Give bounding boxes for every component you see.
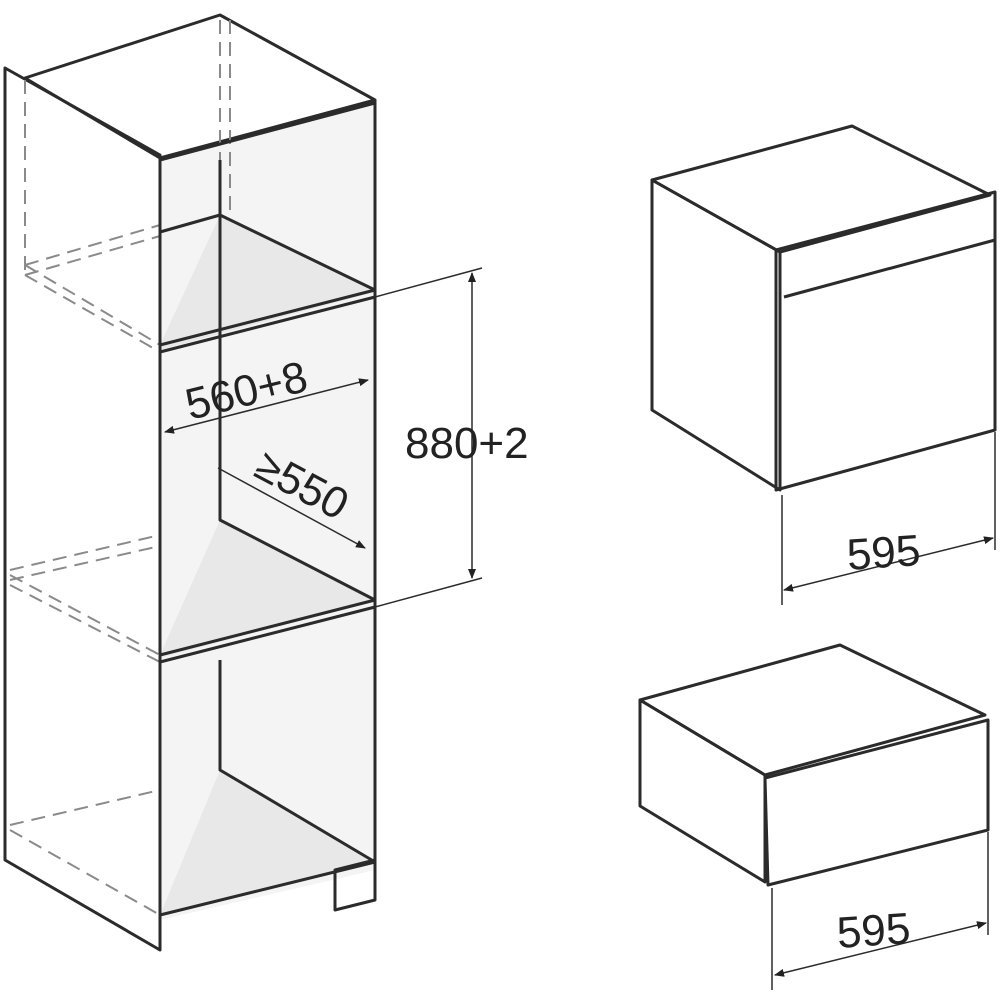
hidden-shelf-lines	[24, 224, 161, 353]
tall-cabinet	[3, 13, 377, 952]
drawer-width-arrow	[774, 921, 987, 977]
oven: 595	[650, 124, 997, 605]
drawer-side	[638, 698, 767, 884]
upper-shelf-front	[159, 295, 376, 354]
hidden-shelf-lines	[9, 534, 161, 663]
oven-width-arrow	[783, 536, 994, 592]
cabinet-left-panel	[3, 66, 162, 952]
drawer-width-label: 595	[835, 904, 912, 958]
upper-shelf	[160, 215, 375, 350]
bottom-shelf-edge	[159, 660, 377, 917]
middle-shelf-front	[159, 605, 376, 664]
top-front-edge	[159, 101, 376, 162]
oven-width-label: 595	[845, 526, 922, 580]
bottom-shelf	[160, 770, 375, 915]
warming-drawer: 595	[638, 643, 990, 990]
extension-line	[374, 267, 483, 298]
depth-arrow	[217, 467, 366, 549]
oven-control-strip	[783, 238, 996, 299]
upper-shelf-edge	[159, 213, 377, 347]
oven-top	[650, 124, 992, 254]
middle-shelf-edge	[159, 350, 377, 657]
middle-shelf	[160, 520, 375, 658]
height-label: 880+2	[405, 419, 529, 468]
plinth	[333, 858, 377, 912]
width-arrow	[164, 378, 369, 434]
oven-front	[774, 190, 997, 492]
drawer-front	[763, 718, 990, 887]
drawer-top	[638, 643, 987, 777]
extension-line	[374, 577, 483, 608]
hidden-shelf-lines	[9, 789, 161, 916]
oven-side	[650, 178, 782, 492]
